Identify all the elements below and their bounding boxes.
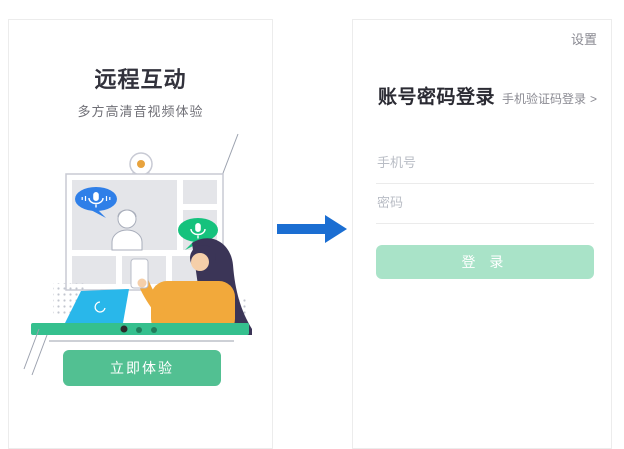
onboarding-illustration [23, 133, 252, 376]
settings-link[interactable]: 设置 [570, 32, 597, 47]
login-heading: 账号密码登录 [378, 87, 496, 108]
page-subtitle: 多方高清音视频体验 [77, 104, 204, 119]
desk [23, 323, 249, 376]
password-field-wrap [376, 194, 594, 224]
chevron-right-icon: > [589, 92, 597, 106]
transition-arrow-icon [277, 215, 347, 243]
carousel-dot-active [120, 325, 128, 333]
participant-avatar [111, 209, 143, 251]
try-now-button[interactable]: 立即体验 [63, 350, 221, 386]
laptop [65, 289, 129, 323]
deco-line [219, 133, 239, 182]
sms-login-link[interactable]: 手机验证码登录> [501, 92, 597, 106]
login-screen: 设置 账号密码登录 手机验证码登录> 登 录 [352, 19, 612, 449]
voice-bubble-green-icon [178, 218, 218, 250]
carousel-dot [151, 327, 157, 333]
phone-field-wrap [376, 154, 594, 184]
carousel-dot [136, 327, 142, 333]
carousel-dots[interactable] [120, 325, 158, 334]
phone-input[interactable] [376, 155, 594, 184]
page-title: 远程互动 [94, 67, 187, 92]
password-input[interactable] [376, 195, 594, 224]
login-heading-row: 账号密码登录 手机验证码登录> [378, 82, 597, 109]
login-button[interactable]: 登 录 [376, 245, 594, 279]
voice-bubble-blue-icon [75, 187, 117, 218]
onboarding-screen: 远程互动 多方高清音视频体验 [8, 19, 273, 449]
person-illustration [130, 238, 252, 335]
